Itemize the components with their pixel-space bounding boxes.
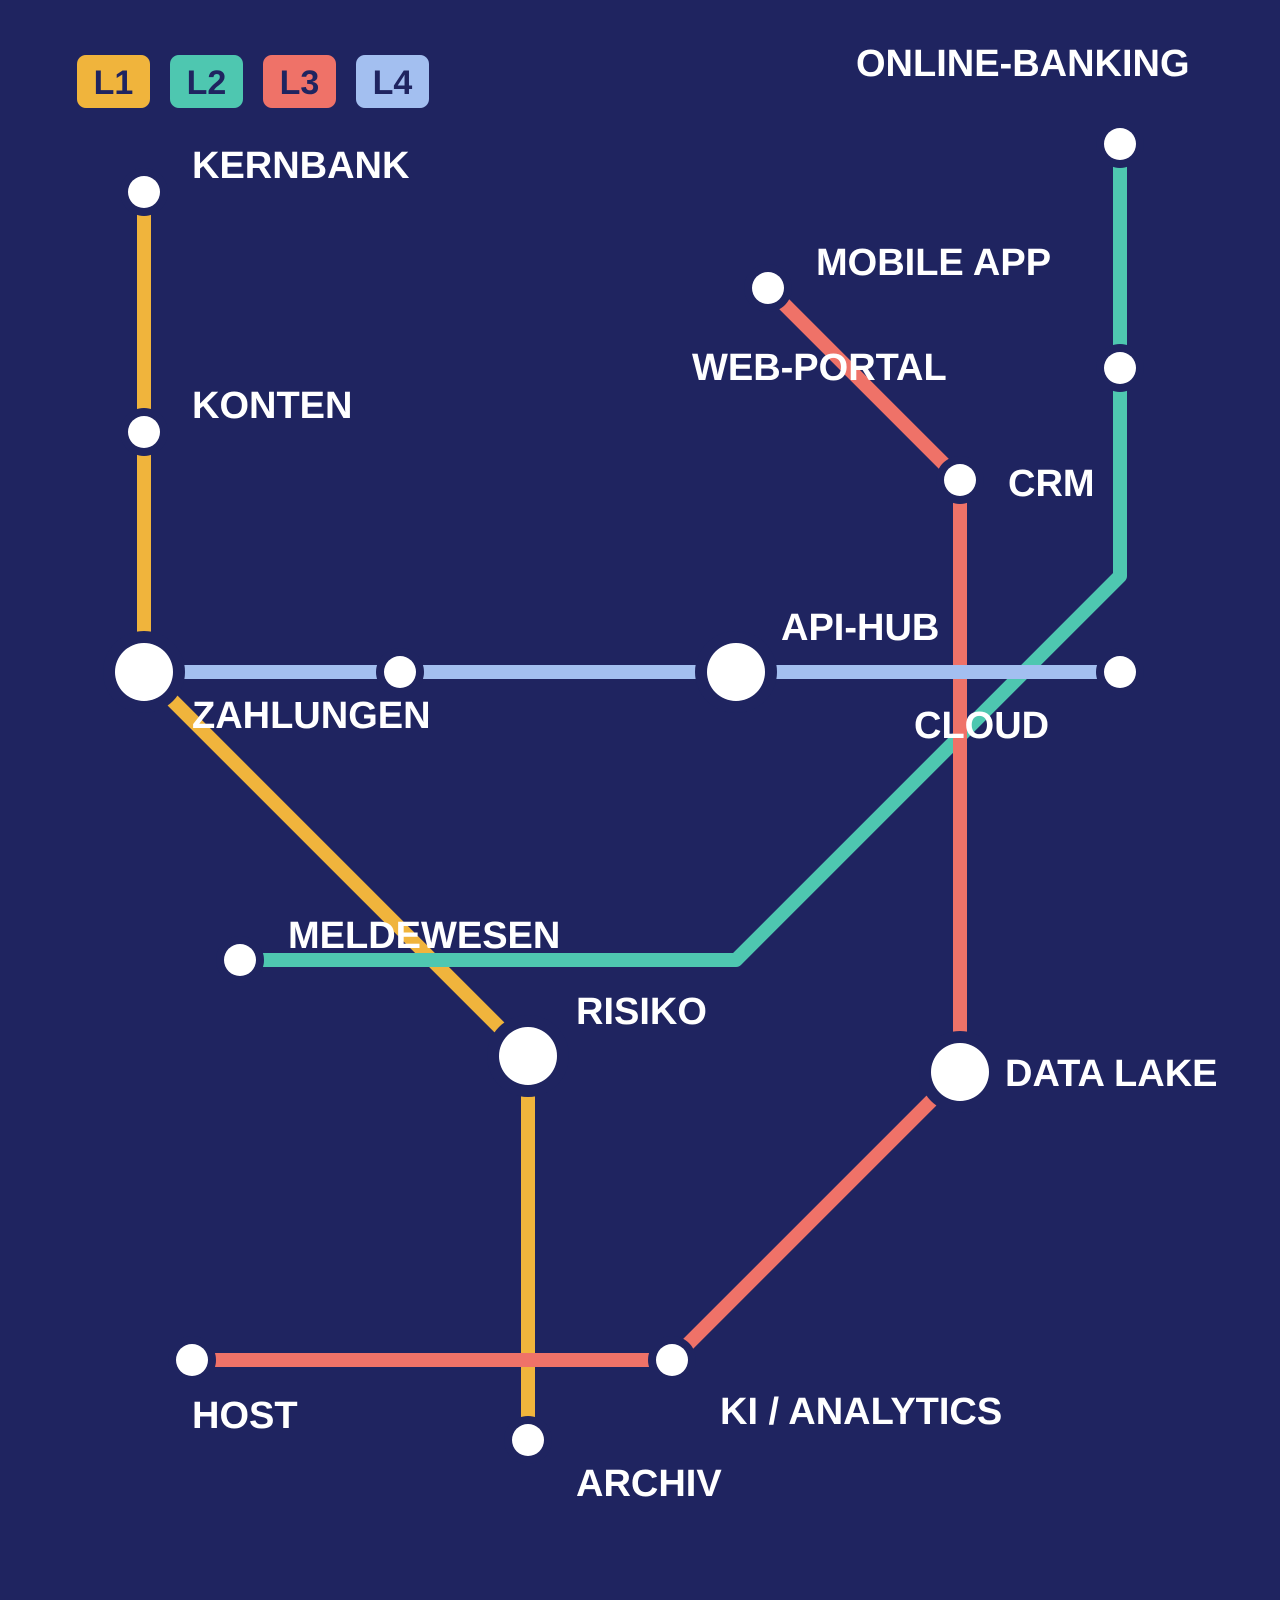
- stations-layer: [103, 120, 1144, 1464]
- station-api-hub[interactable]: [695, 631, 777, 713]
- legend-label-l4: L4: [373, 64, 413, 102]
- station-web-portal[interactable]: [1096, 344, 1144, 392]
- station-l4-intermediate[interactable]: [376, 648, 424, 696]
- station-risiko[interactable]: [487, 1015, 569, 1097]
- label-kernbank: KERNBANK: [192, 145, 410, 187]
- label-data-lake: DATA LAKE: [1005, 1053, 1218, 1095]
- legend: L1 L2 L3 L4: [77, 55, 429, 108]
- labels-layer: KERNBANK KONTEN ZAHLUNGEN RISIKO ARCHIV …: [192, 43, 1218, 1505]
- station-online-banking[interactable]: [1096, 120, 1144, 168]
- legend-badge-l1[interactable]: L1: [77, 55, 150, 108]
- station-kernbank[interactable]: [120, 168, 168, 216]
- station-konten[interactable]: [120, 408, 168, 456]
- legend-badge-l2[interactable]: L2: [170, 55, 243, 108]
- legend-label-l2: L2: [187, 64, 227, 102]
- label-archiv: ARCHIV: [576, 1463, 722, 1505]
- label-api-hub: API-HUB: [781, 607, 939, 649]
- station-meldewesen[interactable]: [216, 936, 264, 984]
- label-online-banking: ONLINE-BANKING: [856, 43, 1190, 85]
- legend-badge-l4[interactable]: L4: [356, 55, 429, 108]
- label-ki-analytics: KI / ANALYTICS: [720, 1391, 1002, 1433]
- station-mobile-app[interactable]: [744, 264, 792, 312]
- label-meldewesen: MELDEWESEN: [288, 915, 560, 957]
- station-archiv[interactable]: [504, 1416, 552, 1464]
- legend-label-l1: L1: [94, 64, 134, 102]
- legend-badge-l3[interactable]: L3: [263, 55, 336, 108]
- legend-label-l3: L3: [280, 64, 320, 102]
- label-risiko: RISIKO: [576, 991, 707, 1033]
- station-ki-analytics[interactable]: [648, 1336, 696, 1384]
- station-zahlungen[interactable]: [103, 631, 185, 713]
- label-host: HOST: [192, 1395, 298, 1437]
- label-mobile-app: MOBILE APP: [816, 242, 1051, 284]
- station-crm[interactable]: [936, 456, 984, 504]
- station-l4-end[interactable]: [1096, 648, 1144, 696]
- label-crm: CRM: [1008, 463, 1095, 505]
- label-konten: KONTEN: [192, 385, 352, 427]
- station-data-lake[interactable]: [919, 1031, 1001, 1113]
- label-zahlungen: ZAHLUNGEN: [192, 695, 431, 737]
- label-cloud: CLOUD: [914, 705, 1049, 747]
- station-host[interactable]: [168, 1336, 216, 1384]
- label-web-portal: WEB-PORTAL: [692, 347, 947, 389]
